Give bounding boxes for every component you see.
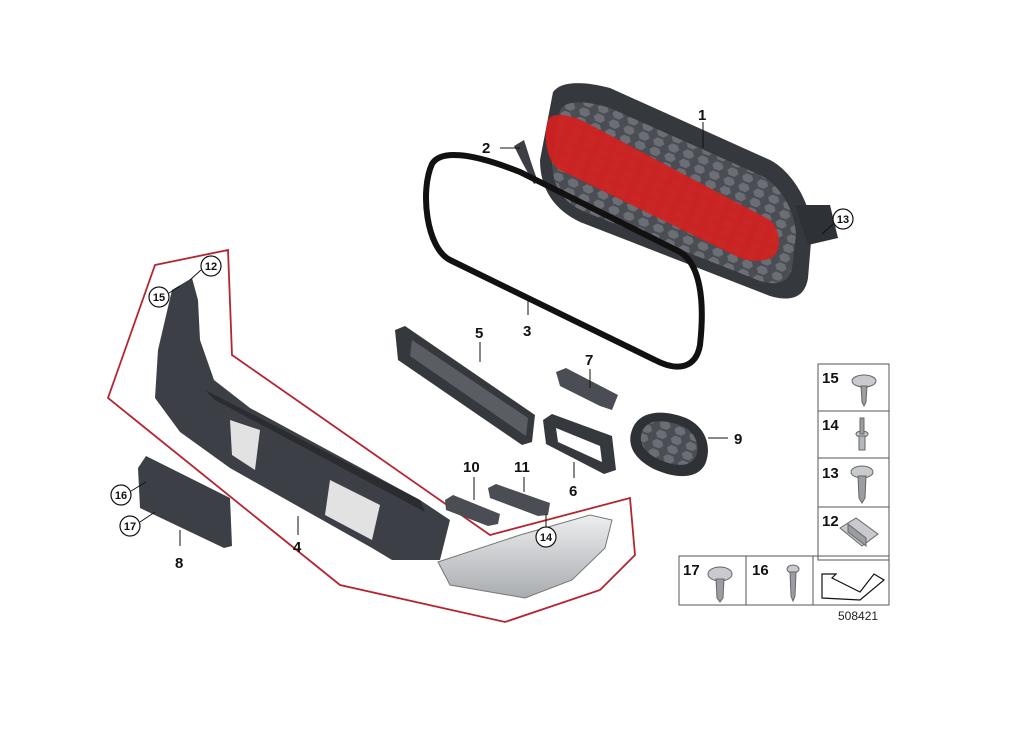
tapping-screw-icon	[786, 564, 800, 603]
bumper-highlight-outline	[106, 248, 636, 623]
circled-callout-14: 14	[540, 532, 553, 544]
legend-label-17: 17	[683, 562, 700, 579]
circled-callout-16: 16	[115, 490, 127, 502]
arrow-icon	[821, 573, 886, 601]
callout-10: 10	[463, 459, 480, 476]
callout-9: 9	[734, 431, 742, 448]
callout-5: 5	[475, 325, 483, 342]
callout-8: 8	[175, 555, 183, 572]
torx-screw-icon	[707, 566, 733, 603]
expansion-pin-icon	[855, 417, 869, 451]
legend-label-13: 13	[822, 465, 839, 482]
license-bracket-part	[138, 456, 232, 548]
callout-2: 2	[482, 140, 490, 157]
reference-number: 508421	[838, 609, 878, 623]
legend-label-12: 12	[822, 513, 839, 530]
grille-red-trim	[545, 114, 779, 261]
trim-strip-11-part	[488, 484, 550, 516]
gasket-ring-part	[423, 152, 705, 370]
callout-11: 11	[514, 459, 530, 476]
bracket-frame-part	[543, 414, 616, 474]
circled-callout-17: 17	[124, 521, 136, 533]
side-grille-part	[630, 412, 708, 477]
fastener-legend: 15 14 13 12 17 16	[678, 363, 890, 606]
callout-labels: 1 2 3 4 5 6 7 8 9 10 11	[175, 107, 742, 572]
leader-lines	[179, 122, 728, 546]
push-rivet-icon	[851, 374, 877, 408]
legend-label-16: 16	[752, 562, 769, 579]
bracket-part	[556, 368, 618, 410]
clip-part	[514, 140, 538, 184]
legend-label-15: 15	[822, 370, 839, 387]
legend-label-14: 14	[822, 417, 839, 434]
trim-strip-10-part	[445, 495, 500, 526]
bumper-silver-trim	[437, 514, 613, 599]
callout-3: 3	[523, 323, 531, 340]
lower-grille-part	[395, 326, 535, 445]
callout-7: 7	[585, 352, 593, 369]
spring-nut-icon	[839, 517, 879, 548]
callout-4: 4	[293, 539, 302, 556]
circled-callout-13: 13	[837, 214, 849, 226]
flange-screw-icon	[850, 465, 874, 504]
circled-callout-15: 15	[153, 292, 165, 304]
grille-part	[540, 83, 838, 299]
circled-callouts: 12 15 13 16 17 14	[110, 208, 854, 548]
callout-1: 1	[698, 107, 706, 124]
bumper-lower-part	[155, 278, 613, 599]
circled-callout-12: 12	[205, 261, 217, 273]
callout-6: 6	[569, 483, 577, 500]
